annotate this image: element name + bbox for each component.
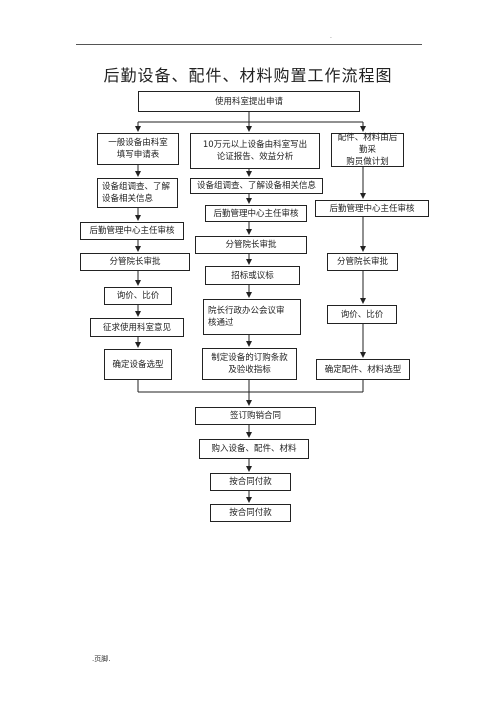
node-left-director-review: 后勤管理中心主任审核 — [80, 222, 184, 240]
node-equipment-selection: 确定设备选型 — [104, 349, 172, 380]
node-consult-department: 征求使用科室意见 — [90, 318, 184, 337]
node-order-terms: 制定设备的订购条款 及验收指标 — [202, 348, 297, 380]
node-president-meeting: 院长行政办公会议审 核通过 — [203, 299, 301, 335]
node-right-vp-approval: 分管院长审批 — [327, 253, 398, 271]
diagram-title: 后勤设备、配件、材料购置工作流程图 — [103, 66, 393, 85]
page-footer: .页脚. — [92, 655, 111, 663]
header-rule — [76, 44, 422, 45]
node-mid-vp-approval: 分管院长审批 — [195, 236, 307, 254]
node-right-director-review: 后勤管理中心主任审核 — [315, 200, 429, 217]
node-left-vp-approval: 分管院长审批 — [80, 253, 190, 271]
node-right-price-inquiry: 询价、比价 — [327, 305, 397, 324]
node-payment-2: 按合同付款 — [210, 504, 291, 522]
node-mid-equipment-investigation: 设备组调查、了解设备相关信息 — [190, 178, 323, 194]
node-general-equipment-form: 一般设备由科室 填写申请表 — [97, 133, 179, 165]
node-purchase: 购入设备、配件、材料 — [199, 439, 309, 459]
node-left-equipment-investigation: 设备组调查、了解 设备相关信息 — [97, 178, 178, 208]
header-dot: . — [330, 33, 332, 40]
node-payment-1: 按合同付款 — [210, 473, 291, 491]
node-left-price-inquiry: 询价、比价 — [104, 287, 172, 305]
node-parts-materials-plan: 配件、材料由后勤采 购员做计划 — [331, 133, 404, 167]
node-sign-contract: 签订购销合同 — [195, 407, 316, 425]
node-large-equipment-report: 10万元以上设备由科室写出 论证报告、效益分析 — [190, 133, 320, 169]
node-start-request: 使用科室提出申请 — [138, 91, 360, 112]
node-mid-director-review: 后勤管理中心主任审核 — [205, 205, 307, 222]
node-parts-selection: 确定配件、材料选型 — [316, 359, 410, 380]
node-bidding: 招标或议标 — [205, 266, 300, 285]
